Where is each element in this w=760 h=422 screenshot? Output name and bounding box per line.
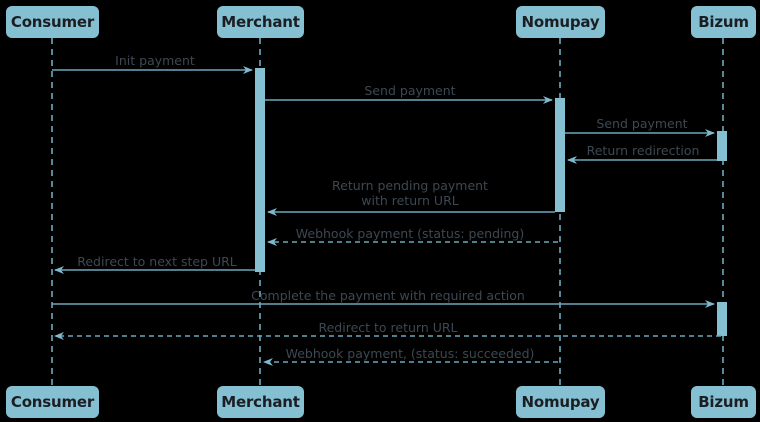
participant-label-nomupay-top: Nomupay <box>521 13 600 31</box>
message-label-return-pending-payment-line1: Return pending payment <box>332 178 488 193</box>
participant-box-consumer-bottom[interactable]: Consumer <box>6 386 99 418</box>
message-label-return-pending-payment-line2: with return URL <box>361 193 459 208</box>
participant-label-merchant-top: Merchant <box>221 13 300 31</box>
participant-box-bizum-bottom[interactable]: Bizum <box>691 386 756 418</box>
activation-merchant <box>255 68 265 272</box>
message-label-return-pending-payment: Return pending payment with return URL <box>280 178 540 208</box>
participant-box-bizum-top[interactable]: Bizum <box>691 6 756 38</box>
participant-box-consumer-top[interactable]: Consumer <box>6 6 99 38</box>
message-label-send-payment-nomupay: Send payment <box>364 83 456 98</box>
participant-label-consumer-top: Consumer <box>10 13 95 31</box>
participant-box-merchant-bottom[interactable]: Merchant <box>217 386 304 418</box>
message-arrows <box>52 66 721 366</box>
message-label-webhook-pending: Webhook payment (status: pending) <box>295 226 525 241</box>
participant-box-nomupay-top[interactable]: Nomupay <box>516 6 605 38</box>
activation-nomupay <box>555 98 565 212</box>
participant-label-merchant-bottom: Merchant <box>221 393 300 411</box>
participant-box-nomupay-bottom[interactable]: Nomupay <box>516 386 605 418</box>
message-label-webhook-succeeded: Webhook payment, (status: succeeded) <box>285 346 535 361</box>
participant-label-nomupay-bottom: Nomupay <box>521 393 600 411</box>
participant-label-bizum-top: Bizum <box>698 13 749 31</box>
activation-bizum-2 <box>717 302 727 336</box>
message-label-redirect-return-url: Redirect to return URL <box>318 320 458 335</box>
message-label-send-payment-bizum: Send payment <box>596 116 688 131</box>
participant-label-bizum-bottom: Bizum <box>698 393 749 411</box>
message-label-complete-payment: Complete the payment with required actio… <box>251 288 525 303</box>
message-label-return-redirection: Return redirection <box>586 143 700 158</box>
message-label-init-payment: Init payment <box>115 53 195 68</box>
message-label-redirect-next-step: Redirect to next step URL <box>77 254 237 269</box>
activation-bizum-1 <box>717 131 727 161</box>
participant-box-merchant-top[interactable]: Merchant <box>217 6 304 38</box>
participant-label-consumer-bottom: Consumer <box>10 393 95 411</box>
activation-bars <box>255 68 727 336</box>
